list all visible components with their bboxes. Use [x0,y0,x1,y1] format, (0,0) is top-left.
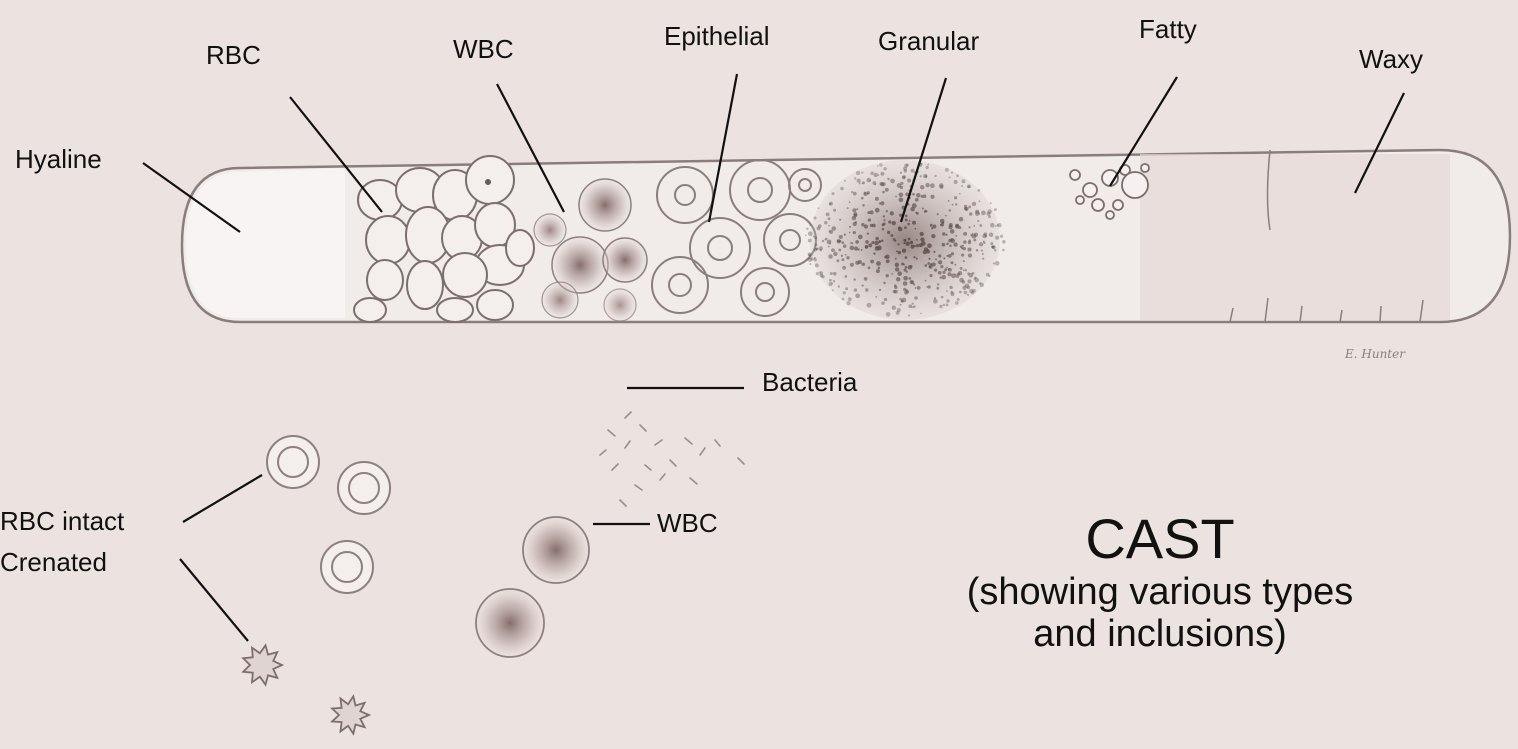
loose-rbc-group [267,436,390,593]
label-waxy: Waxy [1359,46,1423,72]
leader-rbc-intact [183,475,262,522]
leader-crenated [180,559,248,641]
label-wbc-bottom: WBC [657,510,718,536]
label-fatty: Fatty [1139,16,1197,42]
title-block: CAST (showing various types and inclusio… [880,508,1440,656]
title-line-2: and inclusions) [880,613,1440,656]
label-hyaline: Hyaline [15,146,102,172]
rbc-dot [485,179,491,185]
title-line-1: (showing various types [880,571,1440,614]
label-rbc-intact: RBC intact [0,508,124,534]
label-rbc: RBC [206,42,261,68]
bacteria-group [600,412,744,506]
label-granular: Granular [878,28,979,54]
title-main: CAST [880,508,1440,571]
label-wbc-top: WBC [453,36,514,62]
label-crenated: Crenated [0,549,107,575]
label-bacteria: Bacteria [762,369,857,395]
artist-signature: E. Hunter [1344,347,1406,361]
label-epithelial: Epithelial [664,23,770,49]
crenated-cells [243,645,369,733]
loose-wbc-group [476,517,589,657]
